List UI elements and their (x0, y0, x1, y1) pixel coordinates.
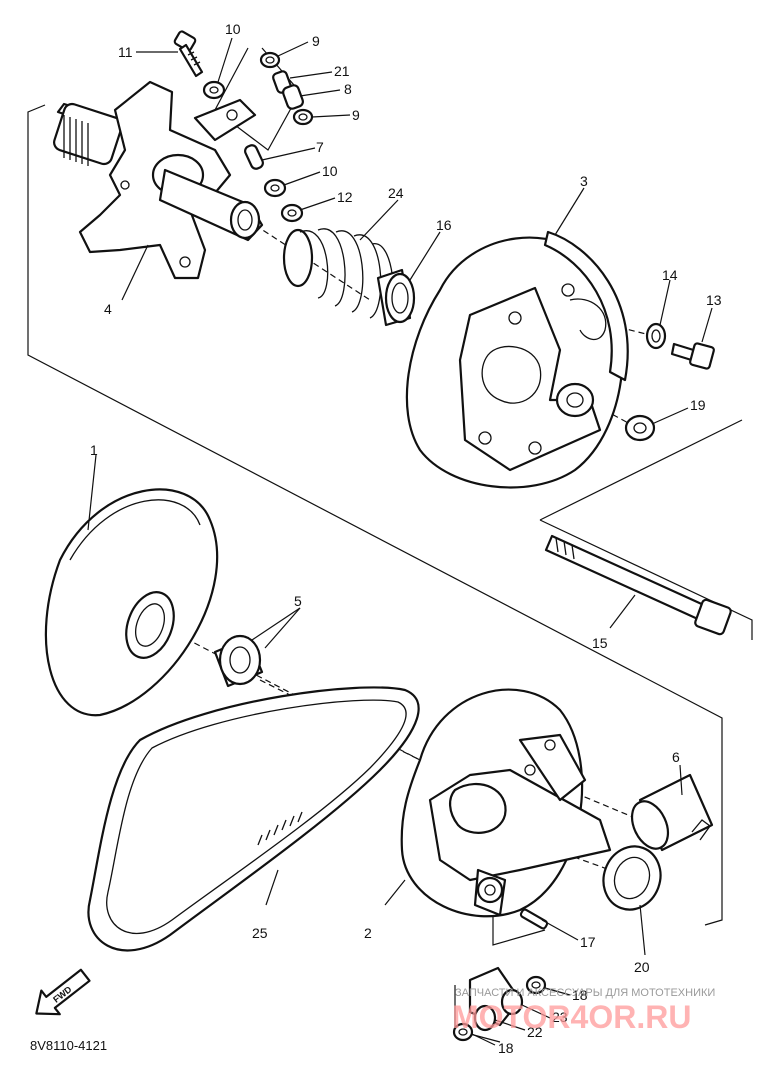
label-part-18-lower: 18 (498, 1040, 514, 1056)
label-part-13: 13 (706, 292, 722, 308)
nut-10-upper (202, 80, 226, 100)
spring-24 (282, 228, 395, 319)
label-part-17: 17 (580, 934, 596, 950)
bolt-15 (544, 534, 732, 636)
label-part-20: 20 (634, 959, 650, 975)
bushing-5 (213, 634, 264, 688)
washer-14 (645, 322, 667, 350)
label-part-10-lower: 10 (322, 163, 338, 179)
label-part-10-upper: 10 (225, 21, 241, 37)
label-part-25: 25 (252, 925, 268, 941)
seal-ring-20 (602, 845, 662, 911)
nut-10-lower (263, 178, 287, 198)
pipe-6 (630, 773, 714, 852)
collar-22 (473, 1004, 497, 1032)
label-part-9-upper: 9 (312, 33, 320, 49)
watermark-tagline: ЗАПЧАСТИ И АКСЕССУАРЫ ДЛЯ МОТОТЕХНИКИ (455, 987, 715, 999)
watermark-brand: MOTOR4OR.RU (452, 999, 691, 1035)
washer-9-upper (259, 51, 281, 69)
sheave-body-2 (400, 688, 612, 918)
nut-12 (280, 203, 304, 223)
label-part-15: 15 (592, 635, 608, 651)
label-part-12: 12 (337, 189, 353, 205)
sheave-cover-3 (405, 230, 629, 489)
bolt-11 (173, 30, 204, 78)
fwd-arrow-icon: FWD (35, 968, 91, 1016)
label-part-3: 3 (580, 173, 588, 189)
spacer-19 (624, 414, 656, 442)
pin-17 (519, 908, 549, 930)
label-part-4: 4 (104, 301, 112, 317)
label-part-21: 21 (334, 63, 350, 79)
label-part-16: 16 (436, 217, 452, 233)
movable-sheave-1 (44, 488, 219, 717)
part-labels: 11 10 9 21 8 9 7 10 12 24 16 3 4 14 13 1… (90, 21, 722, 1056)
spider-shaft-part (53, 80, 264, 280)
roller-23 (500, 988, 524, 1016)
label-part-6: 6 (672, 749, 680, 765)
label-part-5: 5 (294, 593, 302, 609)
washer-18-lower (452, 1022, 474, 1042)
washer-9-lower (292, 108, 314, 126)
label-part-19: 19 (690, 397, 706, 413)
v-belt-25 (87, 686, 420, 952)
leader-lines (87, 37, 713, 1046)
label-part-7: 7 (316, 139, 324, 155)
label-part-14: 14 (662, 267, 678, 283)
label-part-22: 22 (527, 1024, 543, 1040)
bushing-16 (376, 268, 416, 327)
washer-18-upper (525, 975, 547, 995)
pin-7 (244, 144, 264, 170)
label-part-8: 8 (344, 81, 352, 97)
label-part-1: 1 (90, 442, 98, 458)
diagram-code: 8V8110-4121 (30, 1038, 107, 1053)
label-part-9-lower: 9 (352, 107, 360, 123)
label-part-23: 23 (552, 1009, 568, 1025)
roller-8 (282, 84, 304, 110)
bolt-13 (670, 342, 715, 370)
label-part-11: 11 (118, 44, 133, 60)
label-part-24: 24 (388, 185, 404, 201)
watermark: ЗАПЧАСТИ И АКСЕССУАРЫ ДЛЯ МОТОТЕХНИКИ MO… (452, 987, 715, 1035)
label-part-18-upper: 18 (572, 987, 588, 1003)
label-part-2: 2 (364, 925, 372, 941)
